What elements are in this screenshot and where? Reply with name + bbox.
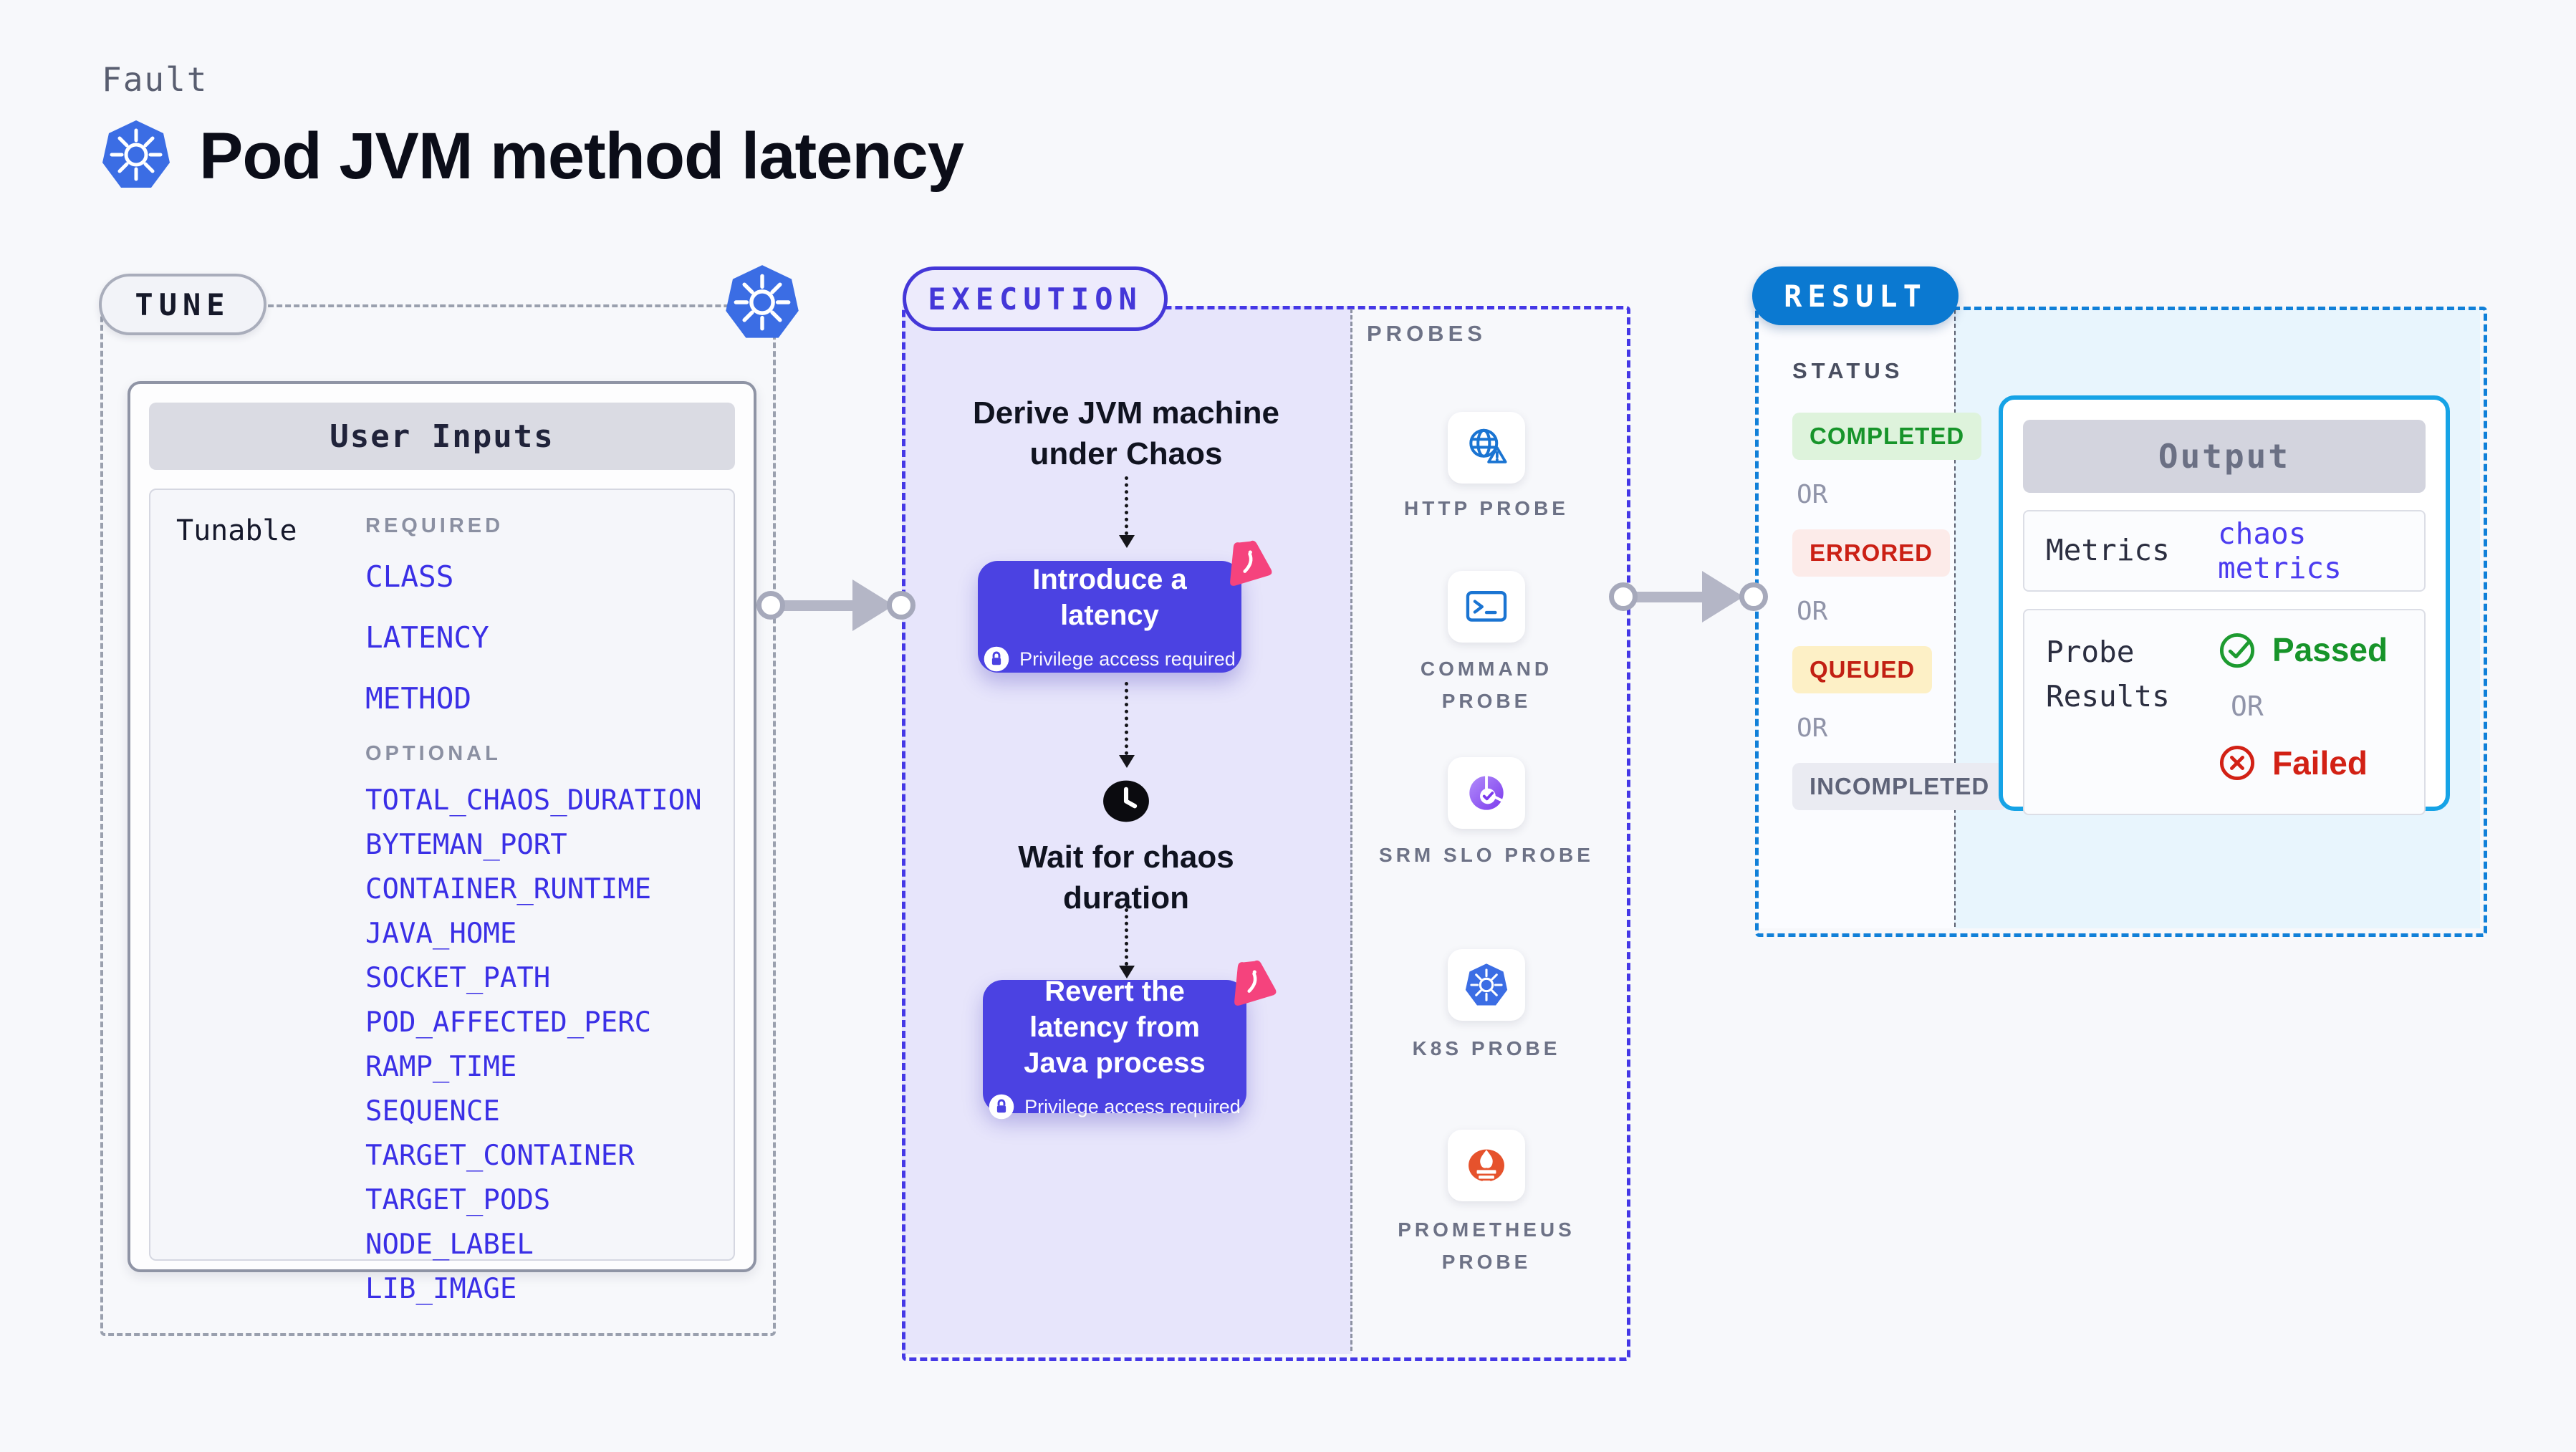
metrics-row: Metrics chaos metrics <box>2023 510 2426 592</box>
user-inputs-header: User Inputs <box>149 403 735 470</box>
srm-slo-probe-card[interactable] <box>1448 757 1525 829</box>
result-pill[interactable]: RESULT <box>1752 266 1959 325</box>
tunable-item[interactable]: NODE_LABEL <box>365 1229 534 1261</box>
clock-icon <box>1099 775 1153 830</box>
introduce-latency-node[interactable]: Introduce a latency Privilege access req… <box>978 561 1241 673</box>
k8s-probe-card[interactable] <box>1448 949 1525 1021</box>
passed-check-icon <box>2218 630 2257 669</box>
litmus-chaos-icon <box>1224 958 1278 1013</box>
flow-arrowhead-icon <box>1119 535 1135 548</box>
status-badge: QUEUED <box>1792 646 1933 693</box>
probe-results-values: Passed OR Failed <box>2218 630 2388 782</box>
tunables-list: Tunable REQUIRED CLASS LATENCY METHOD OP… <box>149 489 735 1305</box>
http-probe-icon <box>1464 425 1509 470</box>
prometheus-probe-card[interactable] <box>1448 1130 1525 1201</box>
user-inputs-card: User Inputs Tunable REQUIRED CLASS LATEN… <box>128 381 756 1305</box>
flow-connector <box>1125 682 1128 755</box>
optional-group-label: OPTIONAL <box>365 742 501 765</box>
k8s-probe-icon <box>1464 963 1509 1007</box>
tunable-item[interactable]: TARGET_PODS <box>365 1184 551 1216</box>
metrics-value[interactable]: chaos metrics <box>2218 516 2342 585</box>
result-frame <box>1755 307 2487 937</box>
probe-results-row: Probe Results Passed OR Failed <box>2023 609 2426 815</box>
tunable-item[interactable]: SEQUENCE <box>365 1095 500 1128</box>
tune-pill[interactable]: TUNE <box>99 274 266 335</box>
or-label: OR <box>2231 691 2264 722</box>
passed-label: Passed <box>2272 631 2388 668</box>
step-derive-label: Derive JVM machine under Chaos <box>973 395 1279 472</box>
status-output-divider <box>1954 309 1956 927</box>
page-title: Pod JVM method latency <box>199 120 964 193</box>
command-probe-card[interactable] <box>1448 571 1525 643</box>
tunable-item[interactable]: LIB_IMAGE <box>365 1273 517 1305</box>
revert-latency-node[interactable]: Revert the latency from Java process Pri… <box>983 976 1246 1113</box>
probe-label: HTTP PROBE <box>1404 497 1569 519</box>
status-list: STATUS COMPLETED OR ERRORED OR QUEUED OR… <box>1792 358 2007 810</box>
status-badge: INCOMPLETED <box>1792 763 2007 810</box>
metrics-label: Metrics <box>2046 533 2170 568</box>
revert-latency-label: Revert the latency from Java process <box>1024 976 1206 1079</box>
output-card: Output Metrics chaos metrics Probe Resul… <box>1999 395 2450 815</box>
srm-slo-probe-icon <box>1464 770 1509 816</box>
tunable-item[interactable]: BYTEMAN_PORT <box>365 829 567 861</box>
tunable-item[interactable]: CONTAINER_RUNTIME <box>365 873 652 905</box>
probe-label: SRM SLO PROBE <box>1379 844 1594 866</box>
kubernetes-icon <box>724 264 801 341</box>
flow-arrowhead-icon <box>1119 966 1135 979</box>
probe-results-label: Probe Results <box>2046 635 2170 713</box>
output-header: Output <box>2023 420 2426 493</box>
privilege-note: Privilege access required <box>984 646 1236 672</box>
http-probe-card[interactable] <box>1448 412 1525 484</box>
probe-label: PROMETHEUS PROBE <box>1398 1218 1575 1273</box>
tunable-item[interactable]: METHOD <box>365 681 472 716</box>
or-label: OR <box>1797 480 1828 509</box>
tune-frame <box>100 304 776 1336</box>
tunable-item[interactable]: RAMP_TIME <box>365 1051 517 1083</box>
command-probe-icon <box>1464 585 1509 629</box>
failed-x-icon <box>2218 744 2257 782</box>
failed-label: Failed <box>2272 744 2368 782</box>
flow-arrowhead-icon <box>1119 755 1135 768</box>
status-column-bg <box>1756 308 1954 928</box>
tunable-row-label: Tunable <box>176 514 297 547</box>
introduce-latency-label: Introduce a latency <box>1032 564 1187 631</box>
tunable-item[interactable]: LATENCY <box>365 620 489 655</box>
fault-eyebrow: Fault <box>102 60 208 99</box>
execution-pill[interactable]: EXECUTION <box>903 266 1168 331</box>
litmus-chaos-icon <box>1219 539 1274 593</box>
execution-frame <box>902 306 1630 1361</box>
kubernetes-icon <box>100 119 172 191</box>
or-label: OR <box>1797 713 1828 743</box>
flow-connector <box>1125 908 1128 966</box>
tunable-item[interactable]: TARGET_CONTAINER <box>365 1140 635 1172</box>
lock-icon <box>989 1094 1014 1120</box>
flow-connector <box>1125 476 1128 535</box>
status-badge: ERRORED <box>1792 529 1951 577</box>
tunable-item[interactable]: JAVA_HOME <box>365 918 517 950</box>
or-label: OR <box>1797 597 1828 626</box>
tunable-item[interactable]: TOTAL_CHAOS_DURATION <box>365 784 702 817</box>
probe-label: K8S PROBE <box>1412 1037 1561 1059</box>
lock-icon <box>984 646 1009 672</box>
probes-divider <box>1350 309 1352 1351</box>
tunable-item[interactable]: POD_AFFECTED_PERC <box>365 1006 652 1039</box>
probe-label: COMMAND PROBE <box>1420 658 1553 712</box>
status-label: STATUS <box>1792 358 1904 383</box>
probes-label: PROBES <box>1367 321 1486 346</box>
privilege-note: Privilege access required <box>989 1094 1241 1120</box>
tunable-item[interactable]: SOCKET_PATH <box>365 962 551 994</box>
required-group-label: REQUIRED <box>365 514 504 537</box>
prometheus-probe-icon <box>1464 1143 1509 1188</box>
step-wait-label: Wait for chaos duration <box>1018 840 1234 916</box>
tunable-item[interactable]: CLASS <box>365 559 454 594</box>
status-badge: COMPLETED <box>1792 413 1982 460</box>
